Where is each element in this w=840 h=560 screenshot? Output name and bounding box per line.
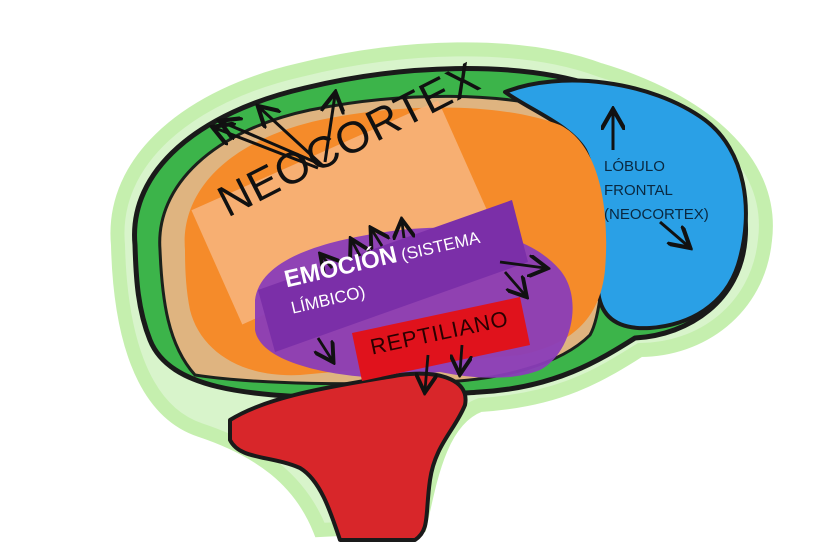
reptilian-brainstem <box>228 371 468 542</box>
frontal-arrows <box>613 112 688 246</box>
emocion-arrows <box>318 222 545 360</box>
neocortex-label-bg <box>191 100 489 325</box>
reptiliano-bar <box>352 297 530 381</box>
neocortex-arrows <box>215 95 335 170</box>
reptiliano-arrows <box>425 344 462 390</box>
lobulo-frontal-label: LÓBULO FRONTAL (NEOCORTEX) <box>604 158 709 223</box>
emocion-bar <box>258 200 528 352</box>
